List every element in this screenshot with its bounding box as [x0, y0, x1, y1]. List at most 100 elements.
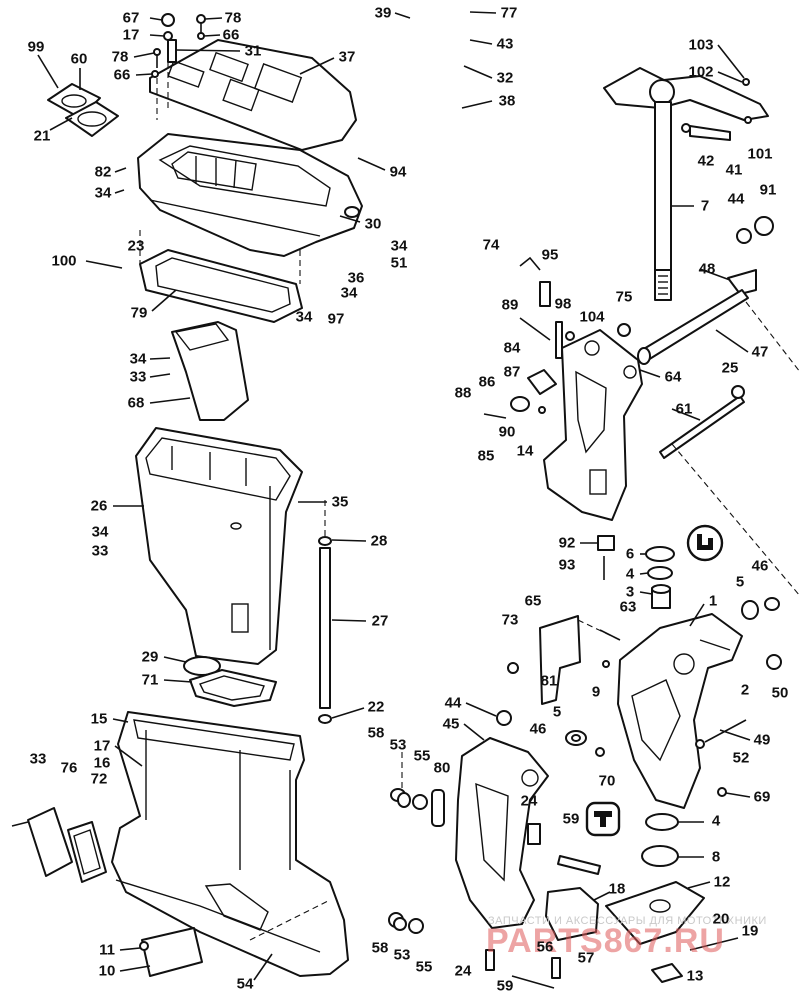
bushing-stack [597, 535, 780, 620]
callout-label: 35 [331, 493, 349, 511]
callout-label: 75 [615, 288, 633, 306]
callout-label: 34 [94, 184, 112, 202]
callout-label: 97 [327, 310, 345, 328]
callout-label: 47 [751, 343, 769, 361]
callout-label: 57 [577, 949, 595, 967]
callout-label: 81 [540, 672, 558, 690]
callout-label: 34 [295, 308, 313, 326]
callout-label: 7 [700, 197, 710, 215]
seal-lip-icon [585, 801, 621, 837]
callout-label: 33 [29, 750, 47, 768]
watermark-tagline: ЗАПЧАСТИ И АКСЕССУАРЫ ДЛЯ МОТОТЕХНИКИ [488, 915, 767, 927]
swivel-bracket [543, 329, 643, 521]
callout-label: 5 [735, 573, 745, 591]
callout-label: 37 [338, 48, 356, 66]
callout-label: 99 [27, 38, 45, 56]
callout-label: 55 [413, 747, 431, 765]
callout-label: 42 [697, 152, 715, 170]
callout-label: 64 [664, 368, 682, 386]
callout-label: 78 [224, 9, 242, 27]
callout-label: 38 [498, 92, 516, 110]
callout-label: 82 [94, 163, 112, 181]
callout-label: 73 [501, 611, 519, 629]
callout-label: 10 [98, 962, 116, 980]
callout-label: 3 [625, 583, 635, 601]
callout-label: 77 [500, 4, 518, 22]
callout-label: 91 [759, 181, 777, 199]
thrust-rod-bracket [507, 615, 621, 705]
callout-label: 93 [558, 556, 576, 574]
callout-label: 59 [562, 810, 580, 828]
callout-label: 51 [390, 254, 408, 272]
callout-label: 89 [501, 296, 519, 314]
washers-center [565, 654, 782, 797]
clamp-hardware-upper [390, 752, 445, 827]
callout-label: 17 [122, 26, 140, 44]
callout-label: 65 [524, 592, 542, 610]
callout-label: 43 [496, 35, 514, 53]
tilt-lock-parts [483, 256, 631, 419]
callout-label: 45 [442, 715, 460, 733]
callout-label: 61 [675, 400, 693, 418]
cover-plate [139, 927, 203, 977]
callout-label: 16 [93, 754, 111, 772]
callout-label: 33 [91, 542, 109, 560]
callout-label: 66 [113, 66, 131, 84]
callout-label: 34 [340, 284, 358, 302]
side-covers [11, 807, 107, 883]
callout-label: 95 [541, 246, 559, 264]
callout-label: 1 [708, 592, 718, 610]
callout-label: 46 [529, 720, 547, 738]
callout-label: 85 [477, 447, 495, 465]
callout-label: 59 [496, 977, 514, 995]
callout-label: 86 [478, 373, 496, 391]
callout-label: 33 [129, 368, 147, 386]
callout-label: 87 [503, 363, 521, 381]
callout-label: 90 [498, 423, 516, 441]
callout-label: 17 [93, 737, 111, 755]
callout-label: 32 [496, 69, 514, 87]
seal-lip-icon [686, 524, 724, 562]
callout-label: 69 [753, 788, 771, 806]
callout-label: 2 [740, 681, 750, 699]
callout-label: 100 [51, 252, 77, 270]
callout-label: 55 [415, 958, 433, 976]
callout-label: 41 [725, 161, 743, 179]
lower-bearing-parts [557, 813, 679, 875]
callout-label: 67 [122, 9, 140, 27]
exhaust-cover-gasket [149, 39, 357, 151]
callout-label: 80 [433, 759, 451, 777]
callout-label: 84 [503, 339, 521, 357]
leader-lines [85, 11, 751, 981]
callout-label: 34 [390, 237, 408, 255]
callout-label: 8 [711, 848, 721, 866]
callout-label: 104 [579, 308, 605, 326]
callout-label: 98 [554, 295, 572, 313]
callout-label: 78 [111, 48, 129, 66]
steering-arm [603, 67, 774, 301]
callout-label: 52 [732, 749, 750, 767]
callout-label: 48 [698, 260, 716, 278]
callout-label: 39 [374, 4, 392, 22]
watermark-logo: PARTS867.RU [486, 922, 725, 960]
exhaust-housing [135, 427, 303, 665]
callout-label: 56 [536, 938, 554, 956]
callout-label: 53 [389, 736, 407, 754]
callout-label: 13 [686, 967, 704, 985]
callout-label: 54 [236, 975, 254, 993]
callout-label: 4 [711, 812, 721, 830]
callout-label: 9 [591, 683, 601, 701]
callout-label: 44 [444, 694, 462, 712]
callout-label: 53 [393, 946, 411, 964]
callout-label: 63 [619, 598, 637, 616]
callout-label: 29 [141, 648, 159, 666]
callout-label: 74 [482, 236, 500, 254]
callout-label: 66 [222, 26, 240, 44]
callout-label: 79 [130, 304, 148, 322]
callout-label: 27 [371, 612, 389, 630]
callout-label: 92 [558, 534, 576, 552]
water-tube [318, 500, 332, 724]
callout-label: 58 [367, 724, 385, 742]
callout-label: 60 [70, 50, 88, 68]
